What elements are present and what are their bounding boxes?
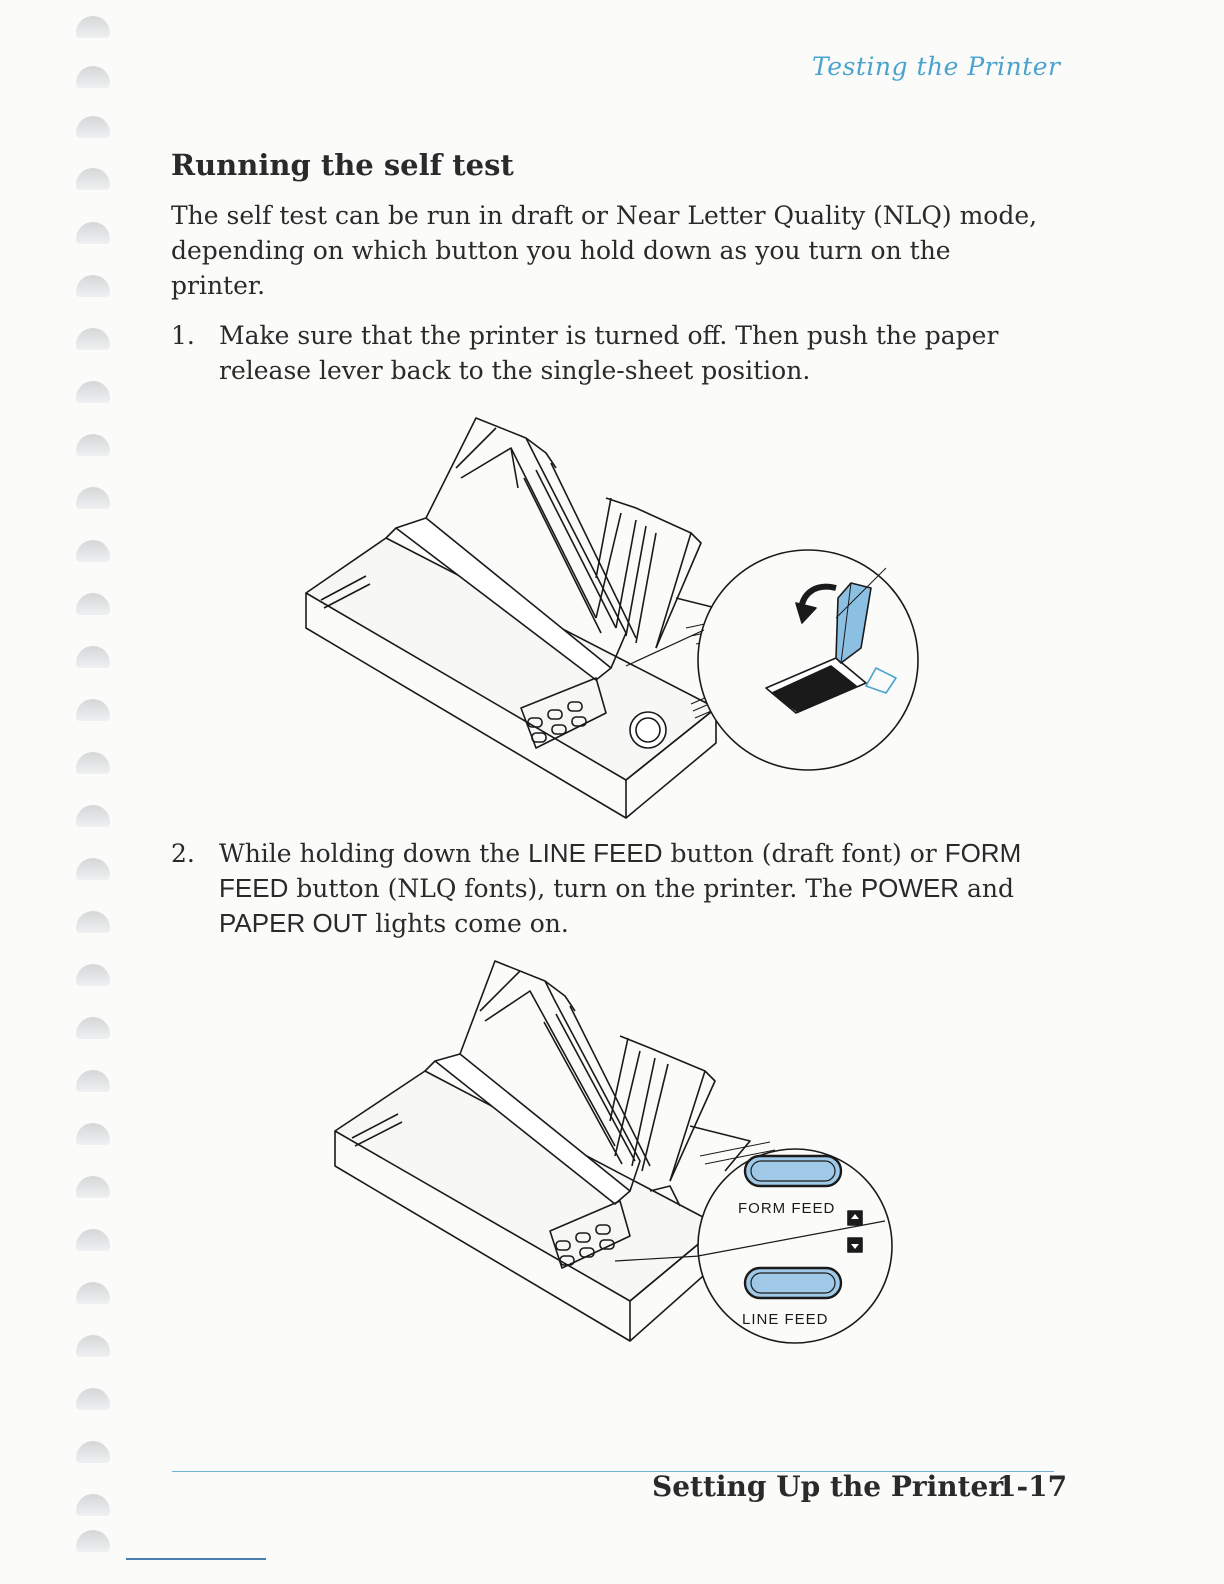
step-text: While holding down the LINE FEED button … (219, 836, 1049, 941)
bottom-rule (126, 1558, 266, 1560)
step-text-run: and (959, 874, 1015, 903)
power-keyword: POWER (860, 873, 960, 903)
step-number: 2. (171, 839, 195, 868)
form-feed-keyword: FORM FEED (219, 838, 1022, 903)
line-feed-label: LINE FEED (742, 1311, 829, 1328)
form-feed-label: FORM FEED (738, 1200, 835, 1217)
spiral-binding (76, 0, 116, 1584)
paper-out-keyword: PAPER OUT (219, 908, 368, 938)
intro-paragraph: The self test can be run in draft or Nea… (171, 201, 1038, 300)
step-text-run: While holding down the (219, 839, 529, 868)
figure-paper-release-lever (296, 408, 928, 820)
step-text-run: button (draft font) or (662, 839, 945, 868)
footer-rule (172, 1471, 1054, 1472)
step-text-run: lights come on. (367, 909, 569, 938)
step-2: 2. While holding down the LINE FEED butt… (171, 836, 1051, 942)
step-number: 1. (171, 321, 195, 350)
section-heading: Running the self test (171, 148, 514, 182)
step-text-run: button (NLQ fonts), turn on the printer.… (288, 874, 861, 903)
footer-title: Setting Up the Printer (652, 1470, 1004, 1503)
figure-control-panel-buttons: FORM FEED LINE FEED (330, 956, 900, 1356)
step-1: 1. Make sure that the printer is turned … (171, 318, 1051, 390)
line-feed-keyword: LINE FEED (528, 838, 663, 868)
page-number: 1-17 (997, 1470, 1068, 1503)
step-text: Make sure that the printer is turned off… (219, 321, 999, 385)
running-head: Testing the Printer (812, 52, 1061, 81)
